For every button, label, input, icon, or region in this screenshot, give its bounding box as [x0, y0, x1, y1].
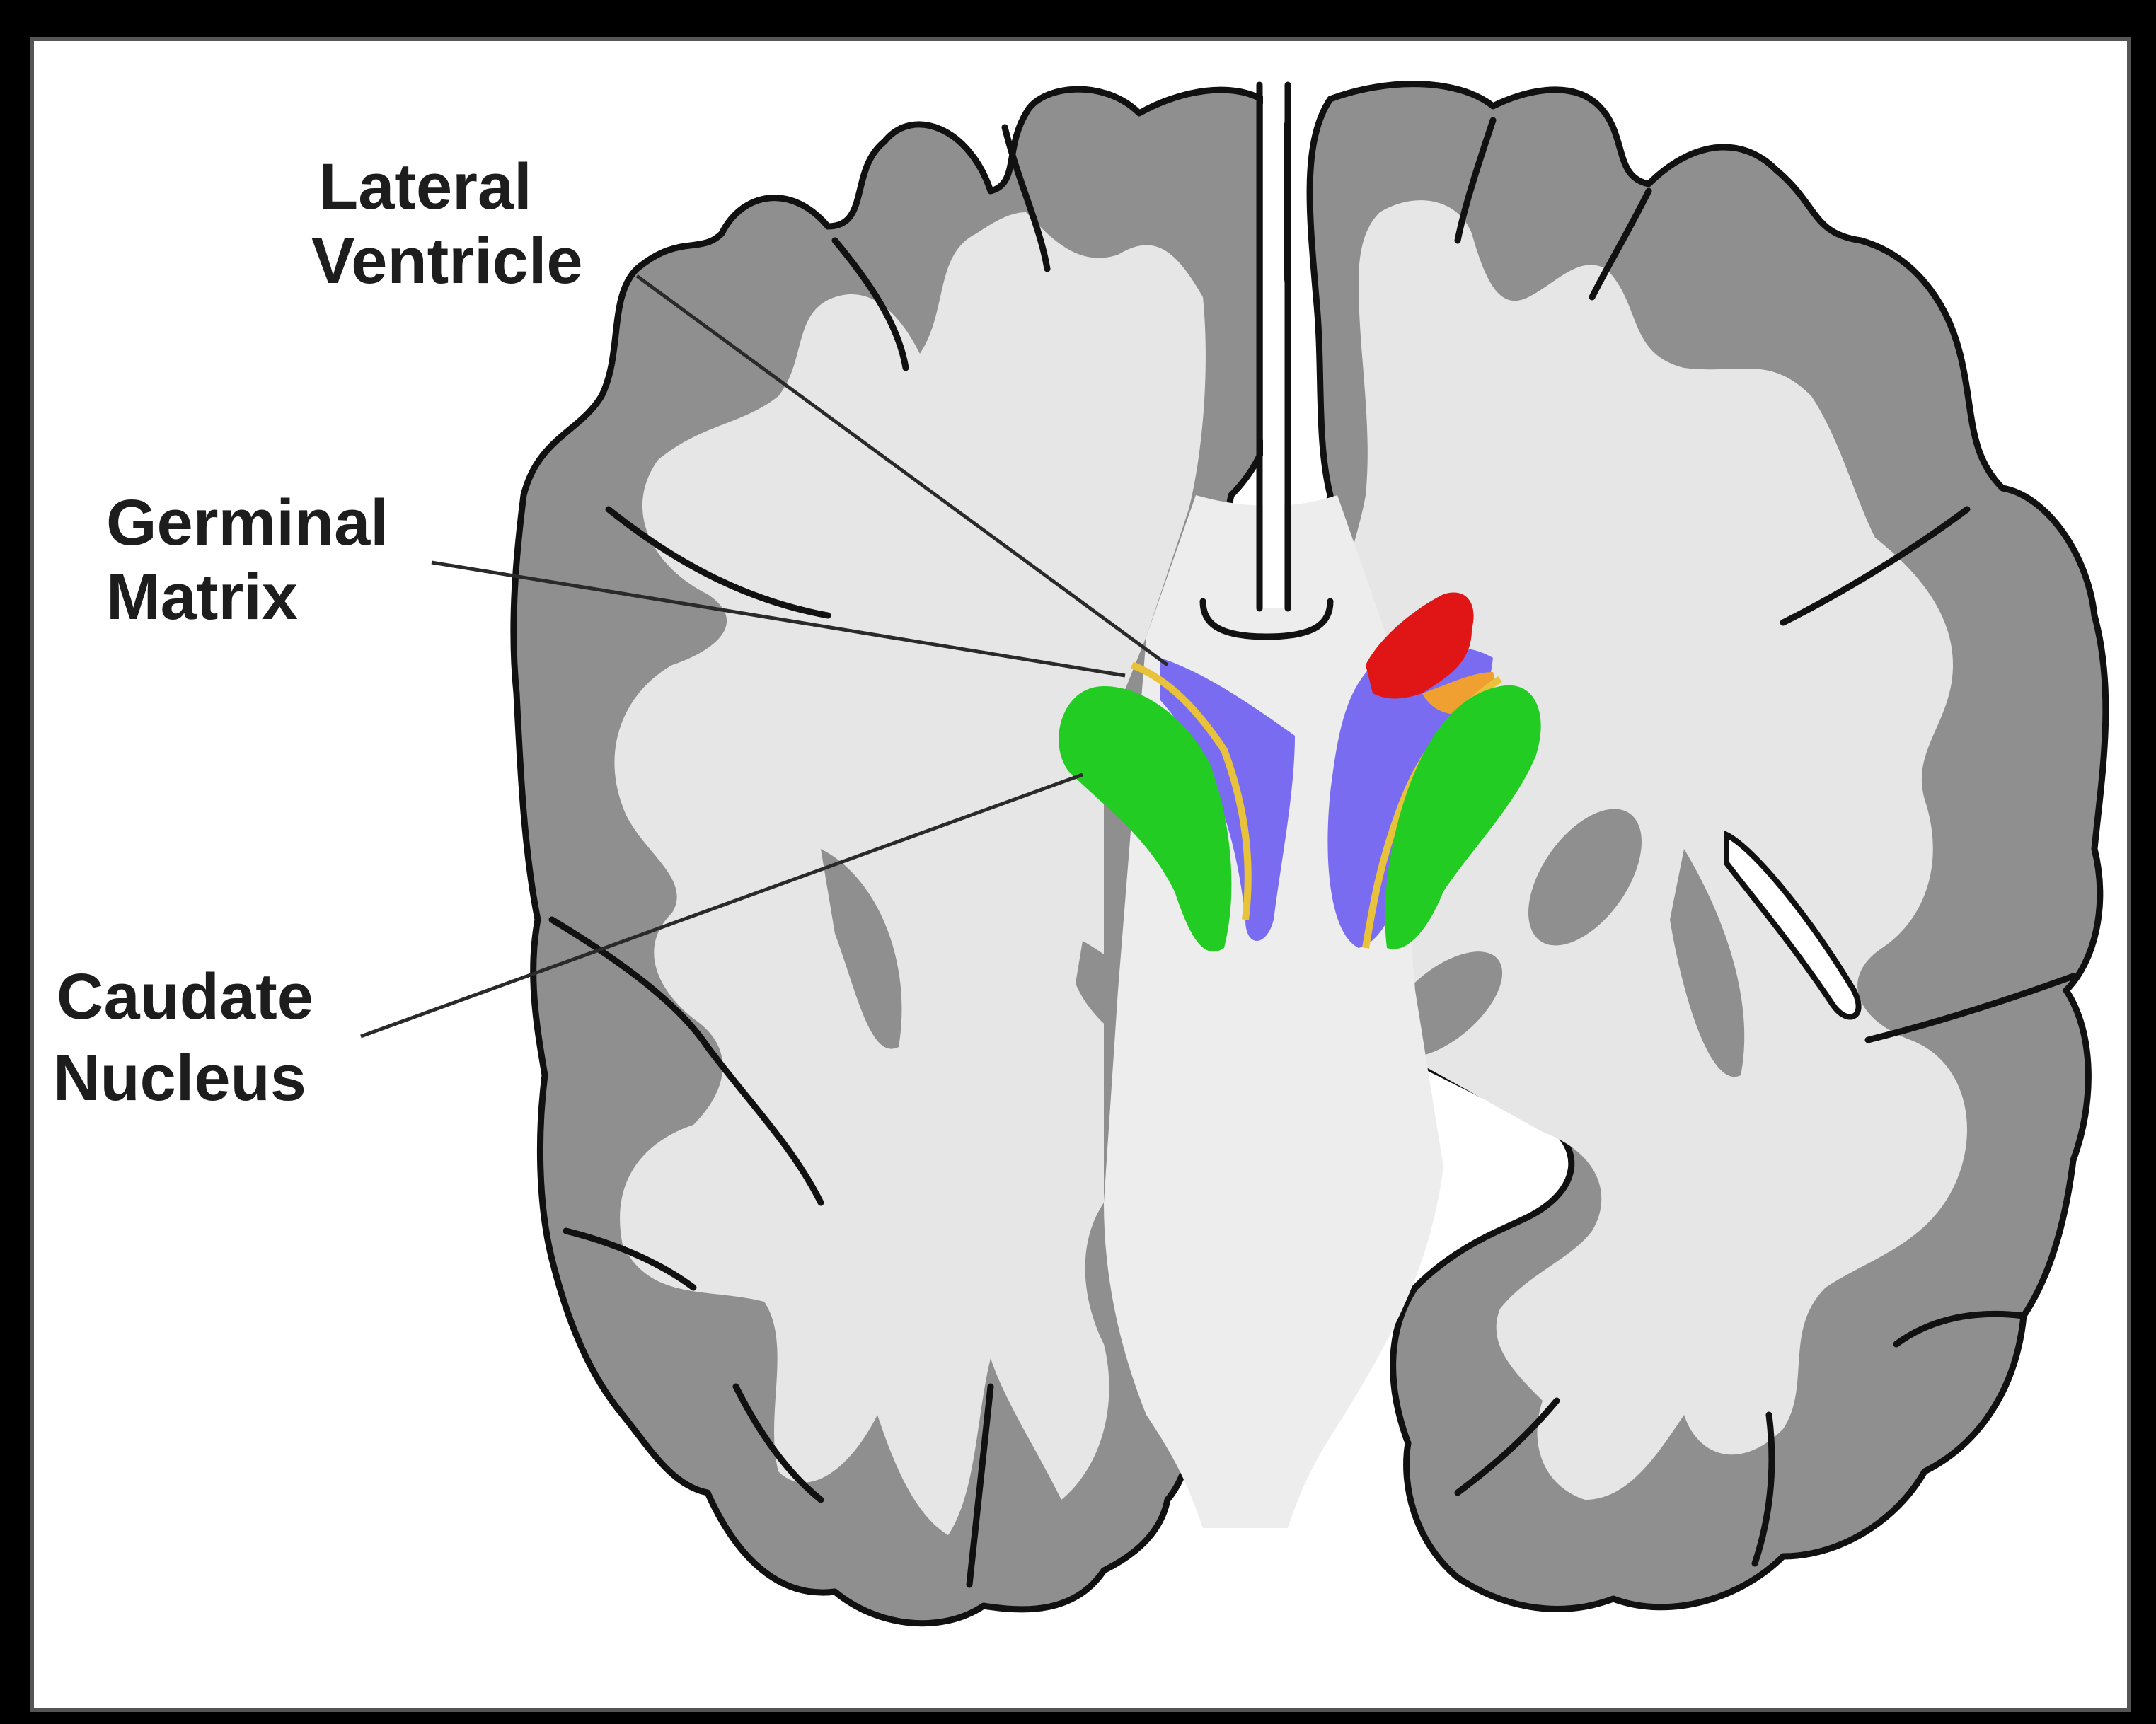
label-caudate-nucleus: Caudate Nucleus — [53, 961, 332, 1114]
label-lateral-ventricle: Lateral Ventricle — [311, 151, 583, 297]
label-germinal-matrix: Germinal Matrix — [106, 487, 406, 633]
label-caudate-nucleus-line1: Caudate — [57, 961, 313, 1033]
label-lateral-ventricle-line2: Ventricle — [311, 225, 583, 297]
label-caudate-nucleus-line2: Nucleus — [53, 1042, 306, 1114]
fissure-gap — [1263, 85, 1284, 608]
label-germinal-matrix-line1: Germinal — [106, 487, 388, 559]
label-lateral-ventricle-line1: Lateral — [318, 151, 532, 223]
label-germinal-matrix-line2: Matrix — [106, 561, 298, 633]
